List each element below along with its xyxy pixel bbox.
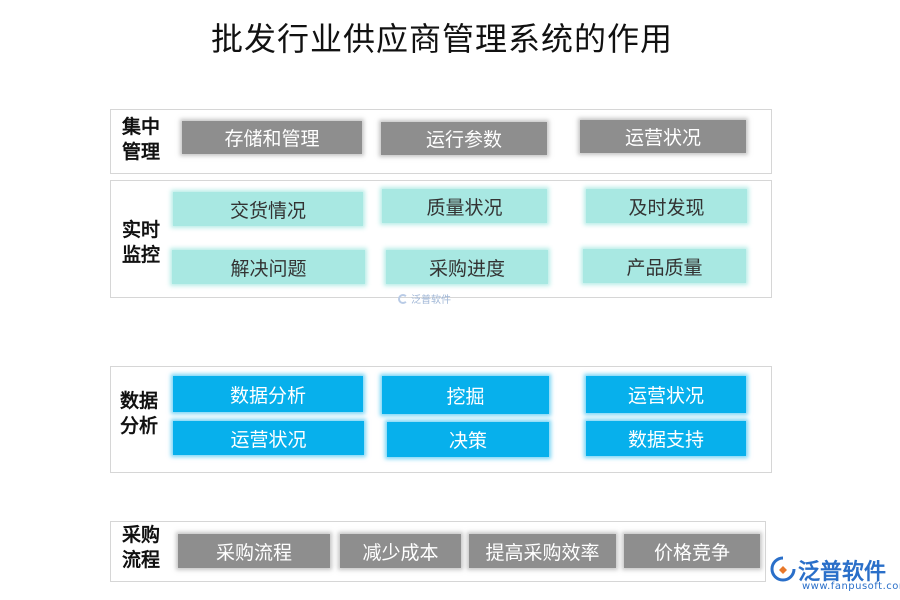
realtime-monitor-label-line1: 实时	[122, 219, 161, 241]
data-analysis-label-line2: 分析	[120, 415, 159, 437]
procurement-item-efficiency: 提高采购效率	[469, 534, 616, 568]
procurement-item-price-competition: 价格竞争	[624, 534, 760, 568]
watermark-logo-icon	[398, 293, 408, 304]
monitor-item-quality-status: 质量状况	[382, 189, 547, 223]
analysis-item-data-analysis: 数据分析	[173, 376, 363, 412]
central-management-label-line1: 集中	[122, 116, 161, 138]
analysis-item-operations-2: 运营状况	[173, 421, 364, 455]
realtime-monitor-label: 实时 监控	[122, 218, 170, 268]
monitor-item-resolve: 解决问题	[172, 250, 365, 284]
analysis-item-operations-1: 运营状况	[586, 376, 746, 413]
monitor-item-progress: 采购进度	[386, 250, 548, 284]
central-item-storage: 存储和管理	[182, 121, 362, 154]
procurement-label-line1: 采购	[122, 524, 161, 546]
brand-logo-icon	[770, 556, 796, 582]
central-management-label: 集中 管理	[122, 115, 170, 165]
analysis-item-mining: 挖掘	[382, 376, 549, 414]
monitor-item-detect: 及时发现	[586, 189, 747, 223]
watermark: 泛普软件	[398, 291, 451, 306]
procurement-label: 采购 流程	[122, 523, 170, 573]
brand-name: 泛普软件	[798, 560, 887, 585]
central-item-parameters: 运行参数	[381, 122, 547, 155]
data-analysis-label: 数据 分析	[120, 389, 168, 439]
data-analysis-label-line1: 数据	[120, 390, 159, 412]
page-title: 批发行业供应商管理系统的作用	[210, 20, 673, 58]
procurement-label-line2: 流程	[122, 549, 161, 571]
procurement-item-flow: 采购流程	[178, 534, 330, 568]
monitor-item-delivery: 交货情况	[173, 192, 363, 226]
realtime-monitor-label-line2: 监控	[122, 244, 161, 266]
watermark-text: 泛普软件	[411, 295, 451, 306]
analysis-item-data-support: 数据支持	[586, 421, 746, 456]
brand-logo: 泛普软件 www.fanpusoft.com	[768, 552, 900, 598]
procurement-item-reduce-cost: 减少成本	[340, 534, 461, 568]
central-item-operations: 运营状况	[580, 120, 746, 153]
monitor-item-product-quality: 产品质量	[583, 249, 746, 283]
brand-url: www.fanpusoft.com	[802, 581, 900, 592]
analysis-item-decision: 决策	[387, 422, 549, 457]
central-management-label-line2: 管理	[122, 141, 161, 163]
